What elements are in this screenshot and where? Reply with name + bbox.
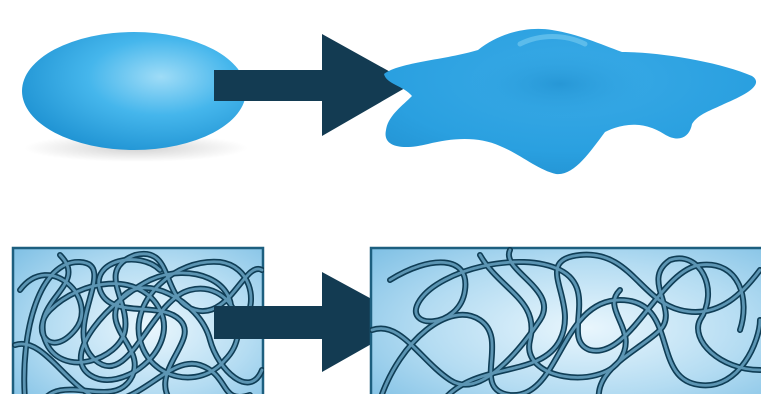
spread-puddle-icon xyxy=(384,29,756,174)
expanded-polymer-coils-icon xyxy=(371,248,761,394)
right-arrow-icon xyxy=(214,34,412,136)
